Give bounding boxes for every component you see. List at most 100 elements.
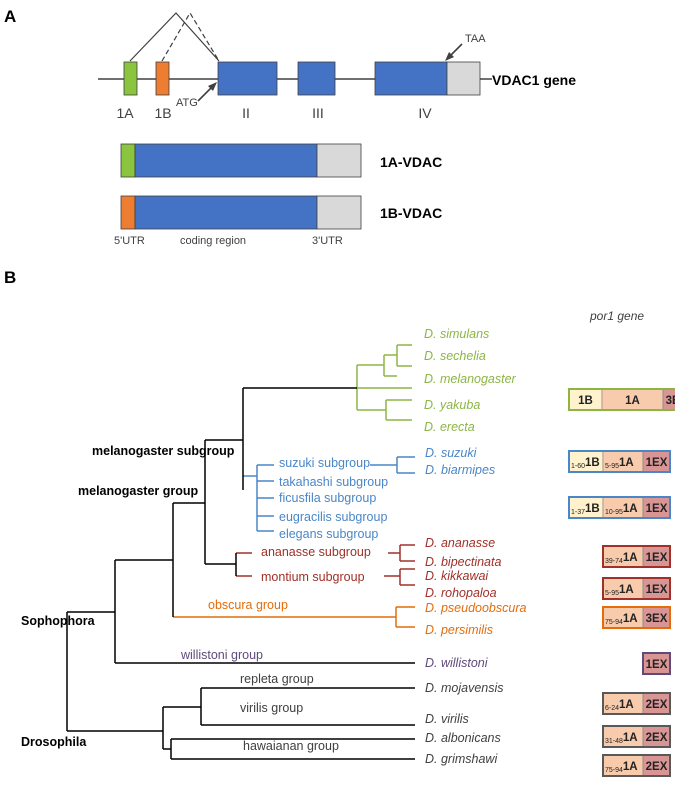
por1-box-border (602, 606, 671, 629)
group-label-virilis: virilis group (240, 701, 303, 715)
por1-exon-label: 10-951A (605, 503, 638, 516)
exon-iv-coding (374, 61, 448, 96)
por1-box: 5-951A 1EX (602, 577, 671, 600)
exon-label-1a: 1A (116, 105, 134, 121)
por1-box-border (602, 692, 671, 715)
atg-label: ATG (176, 97, 198, 109)
species-label: D. bipectinata (425, 555, 501, 569)
transcript-1a-label: 1A-VDAC (380, 154, 442, 170)
por1-exon-label: 31-481A (605, 732, 638, 745)
por1-box: 1-371B 10-951A 1EX (568, 496, 671, 519)
transcript-1b-utr5 (120, 195, 136, 230)
por1-box-border (602, 754, 671, 777)
por1-exon-label: 1EX (646, 503, 668, 515)
por1-box: 31-481A 2EX (602, 725, 671, 748)
exon-1a (123, 61, 138, 96)
por1-exon-label: 75-941A (605, 613, 638, 626)
por1-exon-label: 2EX (646, 761, 668, 773)
exon-ii (217, 61, 278, 96)
species-label: D. virilis (425, 712, 469, 726)
por1-box-border (602, 545, 671, 568)
gene-name: VDAC1 gene (492, 72, 576, 88)
por1-exon-label: 1-371B (571, 503, 600, 516)
por1-box-border (568, 450, 671, 473)
group-label-ficusfila: ficusfila subgroup (279, 491, 376, 505)
species-label: D. erecta (424, 420, 475, 434)
por1-exon-label: 1EX (646, 584, 668, 596)
por1-exon-label: 1EX (646, 552, 668, 564)
species-label: D. simulans (424, 327, 489, 341)
exon-iv-utr (446, 61, 481, 96)
por1-exon-label: 39-741A (605, 552, 638, 565)
suzuki-subgroup-branches (243, 456, 415, 532)
transcript-1a-utr3 (316, 143, 362, 178)
por1-box: 75-941A 2EX (602, 754, 671, 777)
species-label: D. willistoni (425, 656, 489, 670)
group-label-eugracilis: eugracilis subgroup (279, 510, 387, 524)
exon-label-1b: 1B (154, 105, 171, 121)
group-label-drosophila: Drosophila (21, 735, 87, 749)
por1-box: 1B1A3EX (568, 388, 675, 411)
por1-box-border (602, 577, 671, 600)
taa-label: TAA (465, 33, 486, 45)
group-label-hawaianan: hawaianan group (243, 739, 339, 753)
group-label-sophophora: Sophophora (21, 614, 96, 628)
group-label-willistoni: willistoni group (180, 648, 263, 662)
por1-exon-label: 1EX (646, 457, 668, 469)
por1-exon-label: 6-241A (605, 699, 634, 712)
por1-gene-title: por1 gene (589, 309, 644, 323)
species-label: D. biarmipes (425, 463, 495, 477)
exon-label-iii: III (312, 105, 324, 121)
species-label: D. sechelia (424, 349, 486, 363)
obscura-branches (173, 606, 415, 628)
tree-backbone (66, 387, 415, 760)
melanogaster-subgroup-branches (356, 344, 412, 421)
group-label-takahashi: takahashi subgroup (279, 475, 388, 489)
exon-label-iv: IV (418, 105, 432, 121)
transcript-1a-coding (134, 143, 318, 178)
por1-exon-cell (662, 388, 675, 411)
utr3-label: 3'UTR (312, 235, 343, 247)
exon-label-ii: II (242, 105, 250, 121)
species-label: D. yakuba (424, 398, 480, 412)
por1-exon-label: 1B (578, 395, 593, 407)
group-label-suzuki: suzuki subgroup (279, 456, 370, 470)
por1-box-border (568, 388, 675, 411)
por1-exon-label: 5-951A (605, 584, 634, 597)
transcript-1b: 1B-VDAC 5'UTR coding region 3'UTR (114, 195, 442, 247)
group-label-obscura: obscura group (208, 598, 288, 612)
panel-b-label: B (4, 268, 16, 287)
transcript-1a-utr5 (120, 143, 136, 178)
splice-1b (161, 11, 220, 62)
por1-exon-label: 2EX (646, 732, 668, 744)
por1-gene-boxes: 1B1A3EX1-601B5-951A1EX1-371B10-951A1EX39… (568, 388, 675, 777)
exon-1b (155, 61, 170, 96)
por1-exon-label: 1EX (646, 659, 668, 671)
ananassae-branches (236, 544, 415, 586)
species-labels: D. simulans D. sechelia D. melanogaster … (424, 327, 527, 766)
species-label: D. kikkawai (425, 569, 489, 583)
group-label-melanogaster-group: melanogaster group (78, 484, 199, 498)
group-label-melanogaster-subgroup: melanogaster subgroup (92, 444, 235, 458)
species-label: D. suzuki (425, 446, 478, 460)
species-label: D. rohopaloa (425, 586, 497, 600)
transcript-1b-coding (134, 195, 318, 230)
por1-exon-label: 75-941A (605, 761, 638, 774)
taa-arrowhead (445, 52, 454, 61)
species-label: D. persimilis (425, 623, 493, 637)
por1-box-border (568, 496, 671, 519)
species-label: D. grimshawi (425, 752, 498, 766)
group-label-elegans: elegans subgroup (279, 527, 378, 541)
por1-exon-label: 5-951A (605, 457, 634, 470)
por1-box: 39-741A 1EX (602, 545, 671, 568)
transcript-1a: 1A-VDAC (120, 143, 442, 178)
species-label: D. pseudoobscura (425, 601, 527, 615)
species-label: D. mojavensis (425, 681, 504, 695)
gene-structure: TAA ATG VDAC1 gene 1A 1B II III IV (98, 11, 576, 121)
panel-a-label: A (4, 7, 16, 26)
transcript-1b-label: 1B-VDAC (380, 205, 442, 221)
por1-exon-label: 3EX (646, 613, 668, 625)
por1-box-border (642, 652, 671, 675)
